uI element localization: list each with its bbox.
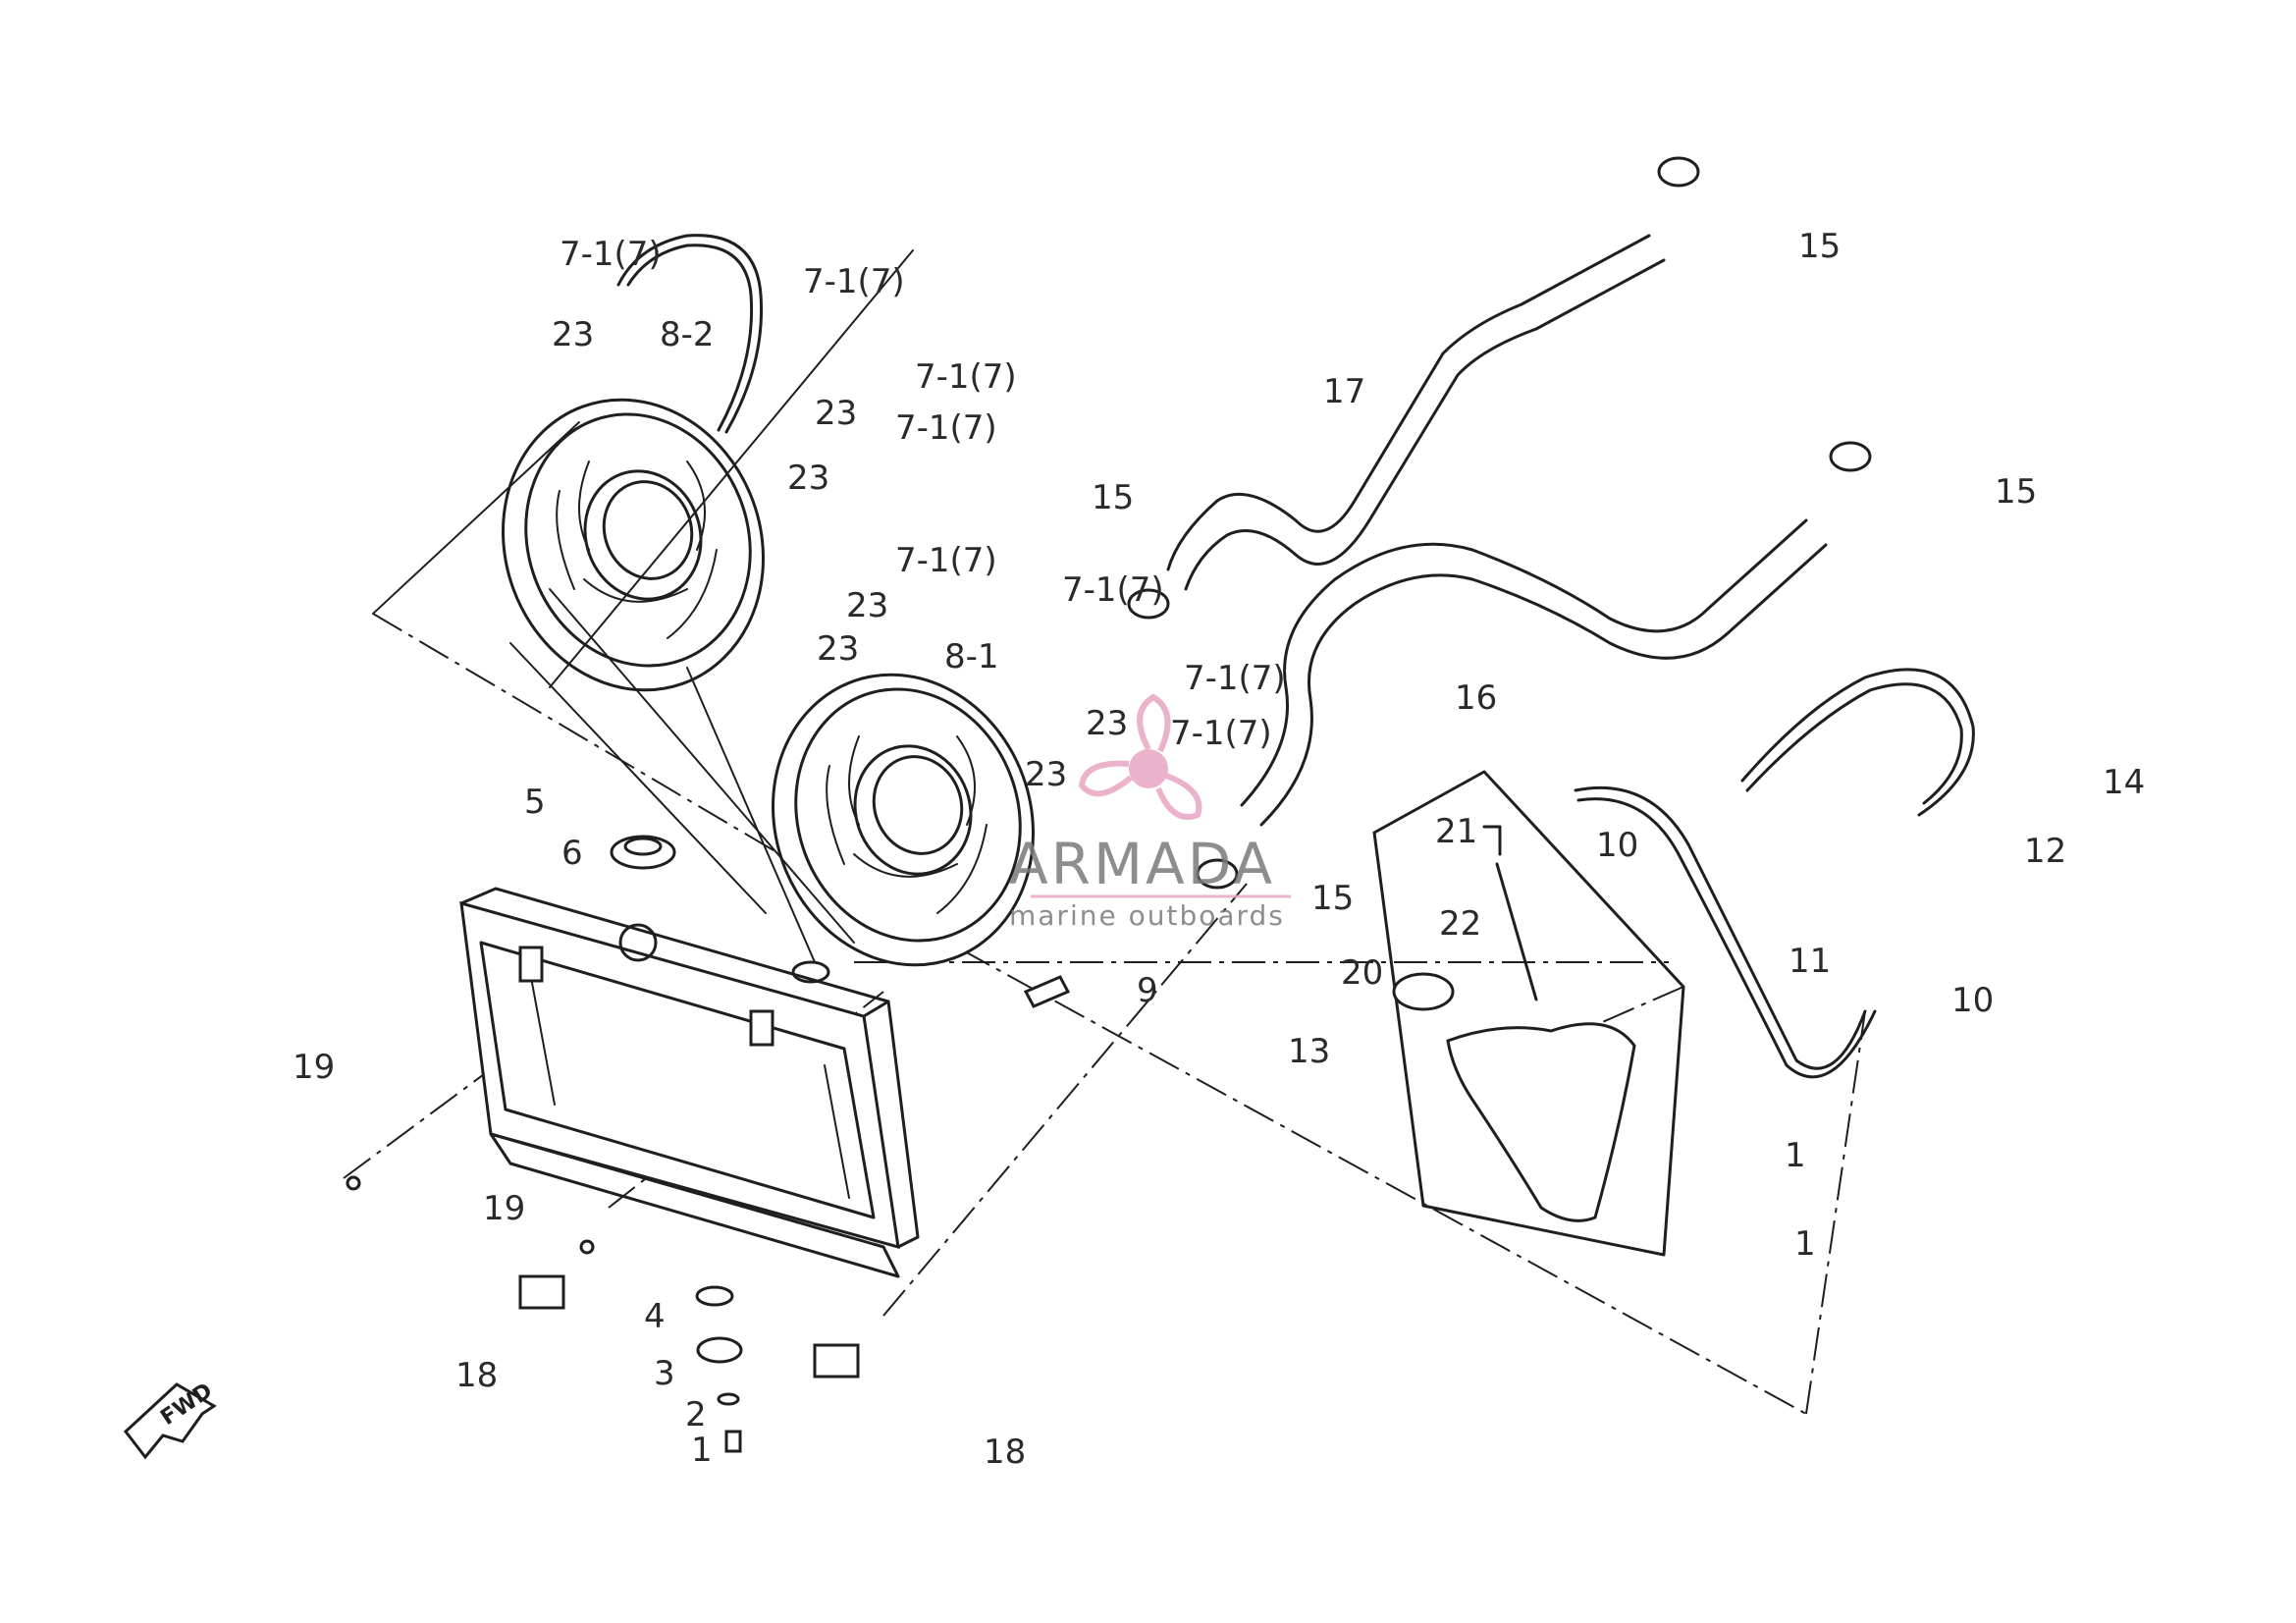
callout-label: 15 bbox=[1092, 478, 1134, 517]
callout-label: 18 bbox=[984, 1433, 1026, 1472]
callout-label: 6 bbox=[561, 834, 583, 873]
callout-label: 18 bbox=[455, 1356, 498, 1395]
rubber-mounts bbox=[518, 1274, 860, 1379]
callout-label: 23 bbox=[1086, 704, 1128, 743]
fan-wire-tube bbox=[616, 234, 764, 434]
overflow-hose-11 bbox=[1574, 785, 1877, 1079]
temperature-sensor bbox=[1023, 975, 1071, 1008]
hose-clamps-15 bbox=[1127, 156, 1872, 890]
callout-label: 23 bbox=[787, 459, 829, 498]
callout-label: 8-1 bbox=[944, 637, 999, 676]
callout-label: 11 bbox=[1789, 942, 1831, 981]
drain-hardware bbox=[695, 1285, 743, 1453]
brand-watermark: ARMADA marine outboards bbox=[1009, 693, 1291, 932]
radiator-cap bbox=[610, 835, 676, 870]
bolts-19 bbox=[346, 1175, 595, 1255]
callout-label: 4 bbox=[644, 1297, 666, 1336]
callout-label: 19 bbox=[483, 1189, 525, 1228]
watermark-brand: ARMADA bbox=[1009, 831, 1275, 897]
callout-label: 7-1(7) bbox=[1170, 714, 1272, 753]
callout-label: 23 bbox=[815, 394, 857, 433]
callout-label: 15 bbox=[1798, 227, 1841, 266]
forward-direction-arrow: FWD bbox=[123, 1379, 217, 1460]
overflow-hose-14 bbox=[1740, 668, 1975, 817]
callout-label: 12 bbox=[2024, 832, 2066, 871]
callout-label: 20 bbox=[1341, 953, 1383, 993]
callout-label: 10 bbox=[1596, 826, 1638, 865]
fan-mount-lines bbox=[372, 249, 914, 963]
callout-label: 2 bbox=[685, 1395, 707, 1434]
cooling-fan-8-1 bbox=[772, 673, 1035, 967]
callout-label: 14 bbox=[2103, 763, 2145, 802]
propeller-logo-icon bbox=[1078, 693, 1202, 821]
callout-label: 5 bbox=[524, 783, 546, 822]
callout-label: 13 bbox=[1288, 1032, 1330, 1071]
cooling-fan-8-2 bbox=[502, 398, 765, 692]
callout-label: 1 bbox=[691, 1431, 713, 1470]
callout-label: 19 bbox=[293, 1048, 335, 1087]
callout-label: 9 bbox=[1137, 971, 1158, 1010]
callout-label: 7-1(7) bbox=[1062, 570, 1164, 610]
callout-label: 22 bbox=[1439, 904, 1481, 944]
callout-label: 7-1(7) bbox=[803, 262, 905, 301]
callout-label: 21 bbox=[1435, 812, 1477, 851]
callout-label: 23 bbox=[817, 629, 859, 669]
radiator-hose-16 bbox=[1240, 518, 1828, 827]
coolant-reservoir bbox=[1372, 770, 1685, 1257]
callout-label: 7-1(7) bbox=[1184, 659, 1286, 698]
watermark-tagline: marine outboards bbox=[1009, 899, 1285, 932]
callout-label: 7-1(7) bbox=[560, 235, 662, 274]
callout-label: 15 bbox=[1311, 879, 1354, 918]
callout-label: 3 bbox=[654, 1354, 675, 1393]
callout-label: 17 bbox=[1323, 372, 1365, 411]
callout-label: 23 bbox=[552, 315, 594, 354]
callout-label: 8-2 bbox=[660, 315, 715, 354]
callout-label: 16 bbox=[1455, 678, 1497, 718]
callout-label: 7-1(7) bbox=[895, 408, 997, 448]
callout-label: 1 bbox=[1794, 1224, 1816, 1264]
callout-label: 15 bbox=[1995, 472, 2037, 512]
callout-label: 7-1(7) bbox=[915, 357, 1017, 397]
callout-label: 23 bbox=[846, 586, 888, 625]
radiator bbox=[459, 887, 920, 1278]
callout-label: 1 bbox=[1785, 1136, 1806, 1175]
callout-label: 7-1(7) bbox=[895, 541, 997, 580]
callout-label: 10 bbox=[1951, 981, 1994, 1020]
radiator-hose-17 bbox=[1166, 234, 1666, 591]
callout-label: 23 bbox=[1025, 755, 1067, 794]
